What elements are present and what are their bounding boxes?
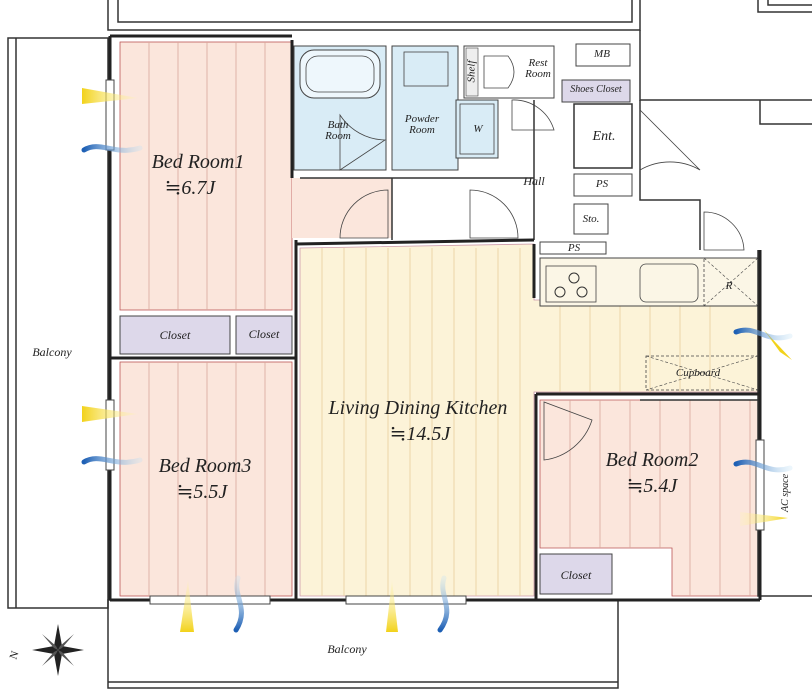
- sunlight-indicators: [82, 88, 792, 632]
- storage-label: Sto.: [582, 213, 600, 225]
- windows: [105, 79, 765, 605]
- bed-room-3-floor: [119, 361, 293, 597]
- balcony-left-label: Balcony: [32, 345, 72, 359]
- wind-indicators: [81, 144, 793, 633]
- powder-room-label: Powder Room: [404, 113, 440, 136]
- door-swings: [339, 99, 745, 461]
- powder-room: [391, 45, 499, 171]
- balcony-left: [7, 37, 109, 609]
- bath-room-label: Bath Room: [325, 119, 351, 142]
- closet-shapes: [119, 43, 633, 595]
- cupboard-label: Cupboard: [675, 367, 721, 379]
- bed-room-1-name: Bed Room1: [151, 151, 245, 173]
- bed-room-2-name: Bed Room2: [605, 449, 699, 471]
- refrigerator-label: R: [725, 280, 733, 292]
- shelf-label: Shelf: [465, 60, 478, 83]
- bed-room-2-size: ≒5.4J: [626, 475, 678, 497]
- ps-label-1: PS: [595, 178, 609, 190]
- closet-label-1: Closet: [159, 328, 191, 342]
- bed-room-1-floor: [119, 41, 392, 311]
- ldk-size: ≒14.5J: [389, 423, 451, 445]
- svg-text:N: N: [8, 649, 22, 661]
- ldk-name: Living Dining Kitchen: [328, 397, 508, 419]
- hall-label: Hall: [523, 174, 545, 188]
- shoes-closet-label: Shoes Closet: [570, 84, 622, 95]
- rest-room: [463, 45, 555, 99]
- closet-label-2: Closet: [248, 327, 280, 341]
- mb-label: MB: [594, 48, 610, 60]
- rest-room-label: Rest Room: [525, 57, 551, 80]
- closet-label-3: Closet: [560, 568, 592, 582]
- washer-label: W: [473, 123, 483, 135]
- bed-room-3-name: Bed Room3: [158, 455, 252, 477]
- kitchen-counter: [539, 257, 759, 391]
- entrance-label: Ent.: [592, 129, 616, 144]
- ac-space-label: AC space: [780, 473, 791, 513]
- bed-room-2-floor: [539, 399, 759, 597]
- balcony-bottom-label: Balcony: [327, 642, 367, 656]
- compass-icon: N: [8, 624, 84, 676]
- bed-room-3-size: ≒5.5J: [176, 481, 228, 503]
- bed-room-1-size: ≒6.7J: [164, 177, 216, 199]
- ps-label-2: PS: [567, 242, 581, 254]
- ldk-floor: [299, 243, 759, 597]
